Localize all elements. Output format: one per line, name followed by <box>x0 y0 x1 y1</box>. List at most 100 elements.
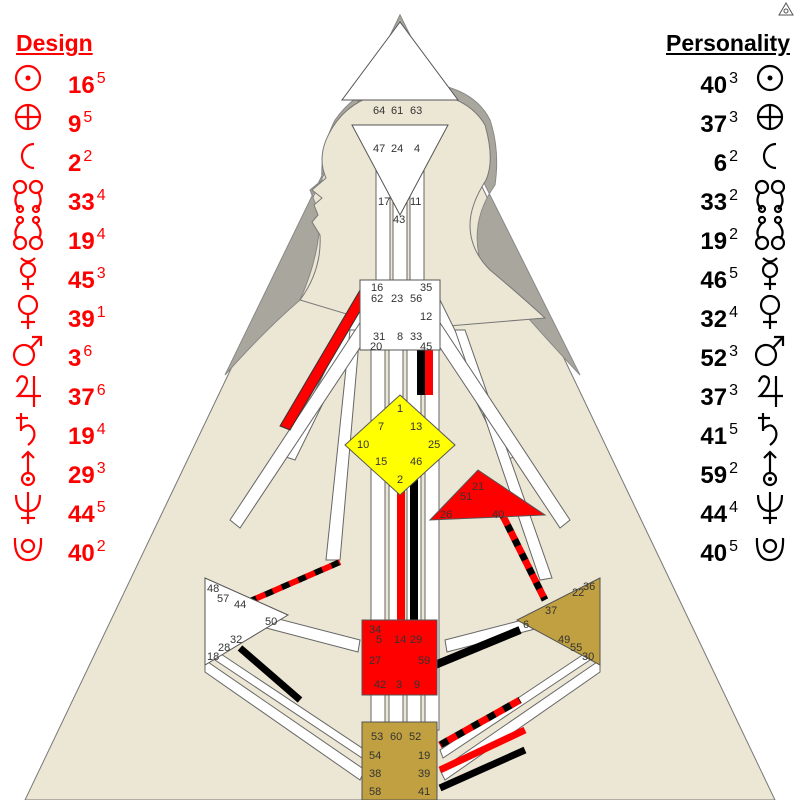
gate-number: 33 <box>700 189 728 216</box>
line-number: 5 <box>729 538 738 555</box>
heart-center[interactable] <box>428 469 547 521</box>
line-number: 3 <box>729 70 738 87</box>
gate-25: 25 <box>428 439 440 451</box>
gate-38: 38 <box>369 768 381 780</box>
gate-number: 33 <box>68 189 95 216</box>
g-center[interactable] <box>344 394 456 496</box>
gate-17: 17 <box>378 196 390 208</box>
gate-10: 10 <box>357 439 369 451</box>
gate-59: 59 <box>418 655 430 667</box>
gate-3: 3 <box>396 679 402 691</box>
line-number: 5 <box>729 421 738 438</box>
personality-title: Personality <box>666 30 790 56</box>
gate-36: 36 <box>583 581 595 593</box>
gate-16: 16 <box>371 282 383 294</box>
north-node-icon <box>750 175 790 215</box>
gate-number: 29 <box>68 462 95 489</box>
spleen-center <box>204 577 290 666</box>
gate-numbers: 64 61 63 47 24 4 17 11 43 16 35 62 23 56… <box>207 105 595 798</box>
gate-41: 41 <box>418 786 430 798</box>
line-number: 6 <box>83 343 93 360</box>
gate-7: 7 <box>378 421 384 433</box>
line-number: 5 <box>96 499 106 516</box>
gate-19: 19 <box>418 750 430 762</box>
gate-6: 6 <box>523 619 529 631</box>
gate-48: 48 <box>207 583 219 595</box>
solar-plexus-center[interactable] <box>515 577 601 666</box>
gate-1: 1 <box>397 403 403 415</box>
gate-15: 15 <box>375 456 387 468</box>
defined-channels <box>237 284 549 792</box>
gate-27: 27 <box>369 655 381 667</box>
gate-54: 54 <box>369 750 381 762</box>
gate-13: 13 <box>410 421 422 433</box>
pluto-icon <box>750 526 790 566</box>
venus-icon <box>8 292 48 332</box>
gate-53: 53 <box>371 731 383 743</box>
gate-62: 62 <box>371 293 383 305</box>
line-number: 2 <box>729 187 738 204</box>
line-number: 5 <box>96 70 106 87</box>
root-center[interactable] <box>361 721 438 800</box>
gate-24: 24 <box>391 143 403 155</box>
gate-number: 40 <box>700 540 728 567</box>
gate-number: 37 <box>68 384 95 411</box>
line-number: 4 <box>96 421 106 438</box>
gate-number: 32 <box>700 306 728 333</box>
gate-49: 49 <box>558 634 570 646</box>
chart-options-icon[interactable] <box>778 2 794 16</box>
gate-50: 50 <box>265 616 277 628</box>
south-node-icon <box>8 214 48 254</box>
moon-icon <box>750 136 790 176</box>
gate-47: 47 <box>373 143 385 155</box>
mars-icon <box>750 331 790 371</box>
gate-32: 32 <box>230 634 242 646</box>
gate-4: 4 <box>414 143 420 155</box>
gate-21: 21 <box>472 481 484 493</box>
line-number: 2 <box>729 148 738 165</box>
line-number: 3 <box>729 382 738 399</box>
line-number: 4 <box>96 187 106 204</box>
sacral-center[interactable] <box>361 619 438 696</box>
gate-number: 41 <box>700 423 728 450</box>
gate-23: 23 <box>391 293 403 305</box>
jupiter-icon <box>750 370 790 410</box>
line-number: 2 <box>83 148 93 165</box>
line-number: 2 <box>96 538 106 555</box>
gate-number: 2 <box>68 150 82 177</box>
gate-number: 3 <box>68 345 82 372</box>
gate-number: 46 <box>700 267 728 294</box>
gate-56: 56 <box>410 293 422 305</box>
gate-14: 14 <box>394 634 406 646</box>
line-number: 5 <box>83 109 93 126</box>
gate-number: 16 <box>68 72 95 99</box>
gate-22: 22 <box>572 587 584 599</box>
gate-number: 40 <box>68 540 95 567</box>
line-number: 6 <box>96 382 106 399</box>
gate-number: 44 <box>700 501 728 528</box>
mars-icon <box>8 331 48 371</box>
